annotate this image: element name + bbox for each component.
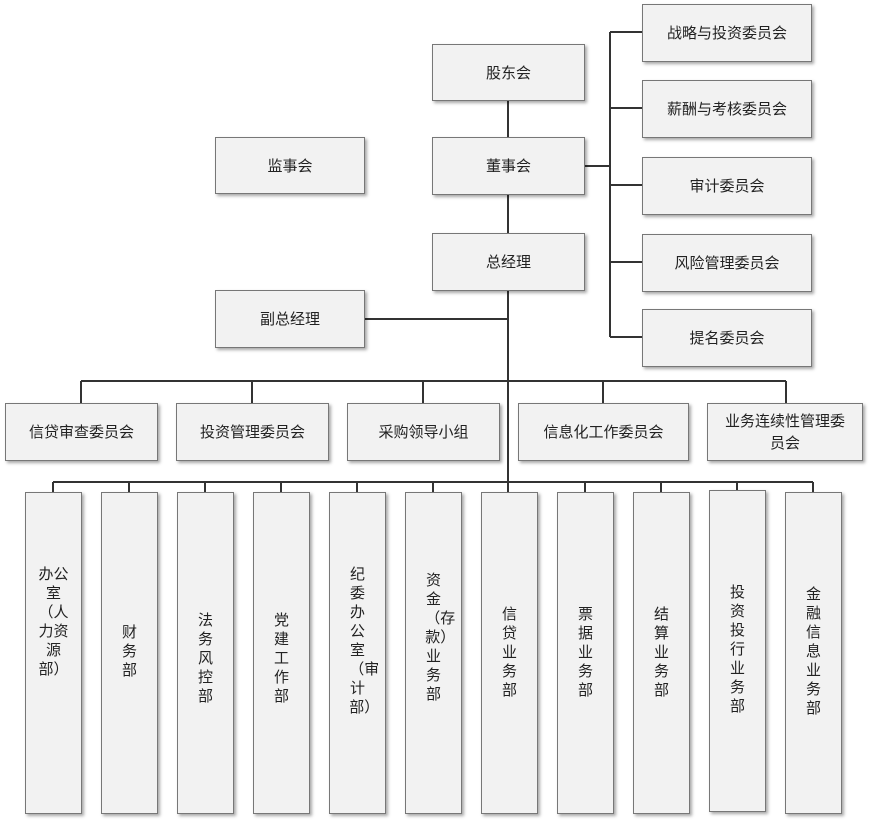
management-committee-label: 投资管理委员会 (199, 423, 305, 441)
board-committee-box: 战略与投资委员会 (642, 4, 812, 62)
management-committee-label: 业务连续性管理委员会 (724, 412, 845, 452)
shareholders-meeting-label: 股东会 (485, 63, 531, 82)
management-committee-box: 信贷审查委员会 (5, 403, 158, 461)
department-label: 财务部 (121, 623, 137, 679)
department-box: 财务部 (101, 492, 158, 814)
board-committee-label: 薪酬与考核委员会 (666, 100, 787, 118)
board-of-directors-label: 董事会 (485, 157, 531, 175)
department-label: 投资投行业务部 (729, 583, 745, 715)
department-label: 党建工作部 (273, 611, 289, 705)
department-label: 金融信息业务部 (805, 585, 821, 717)
department-box: 结算业务部 (633, 492, 690, 814)
department-label: 结算业务部 (653, 605, 669, 699)
department-label: 票据业务部 (577, 605, 593, 699)
department-box: 党建工作部 (253, 492, 310, 814)
board-committee-label: 风险管理委员会 (674, 254, 780, 272)
board-committee-label: 审计委员会 (689, 177, 765, 195)
department-label: 法务风控部 (197, 611, 213, 705)
management-committee-box: 信息化工作委员会 (518, 403, 689, 461)
board-committee-box: 薪酬与考核委员会 (642, 80, 812, 138)
department-label: 办公室（人力资源部） (38, 565, 69, 678)
supervisory-board-label: 监事会 (267, 156, 313, 175)
department-box: 投资投行业务部 (709, 490, 766, 812)
board-of-directors-box: 董事会 (432, 137, 585, 195)
department-box: 信贷业务部 (481, 492, 538, 814)
supervisory-board-box: 监事会 (215, 137, 365, 194)
board-committee-box: 风险管理委员会 (642, 234, 812, 292)
department-label: 信贷业务部 (501, 605, 517, 699)
department-box: 办公室（人力资源部） (25, 492, 82, 814)
board-committee-box: 提名委员会 (642, 309, 812, 367)
general-manager-label: 总经理 (485, 253, 531, 271)
deputy-general-manager-box: 副总经理 (215, 290, 365, 348)
management-committee-label: 信息化工作委员会 (543, 423, 664, 441)
deputy-general-manager-label: 副总经理 (259, 310, 320, 328)
department-label: 资金（存款）业务部 (425, 571, 456, 703)
management-committee-label: 信贷审查委员会 (28, 423, 134, 441)
department-box: 法务风控部 (177, 492, 234, 814)
management-committee-box: 投资管理委员会 (176, 403, 329, 461)
department-box: 纪委办公室（审计部） (329, 492, 386, 814)
general-manager-box: 总经理 (432, 233, 585, 291)
department-box: 资金（存款）业务部 (405, 492, 462, 814)
board-committee-box: 审计委员会 (642, 157, 812, 215)
management-committee-box: 采购领导小组 (347, 403, 500, 461)
department-box: 票据业务部 (557, 492, 614, 814)
management-committee-box: 业务连续性管理委员会 (707, 403, 863, 461)
board-committee-label: 战略与投资委员会 (666, 24, 787, 42)
department-box: 金融信息业务部 (785, 492, 842, 814)
management-committee-label: 采购领导小组 (378, 423, 469, 441)
shareholders-meeting-box: 股东会 (432, 44, 585, 101)
board-committee-label: 提名委员会 (689, 329, 765, 347)
department-label: 纪委办公室（审计部） (349, 565, 380, 716)
